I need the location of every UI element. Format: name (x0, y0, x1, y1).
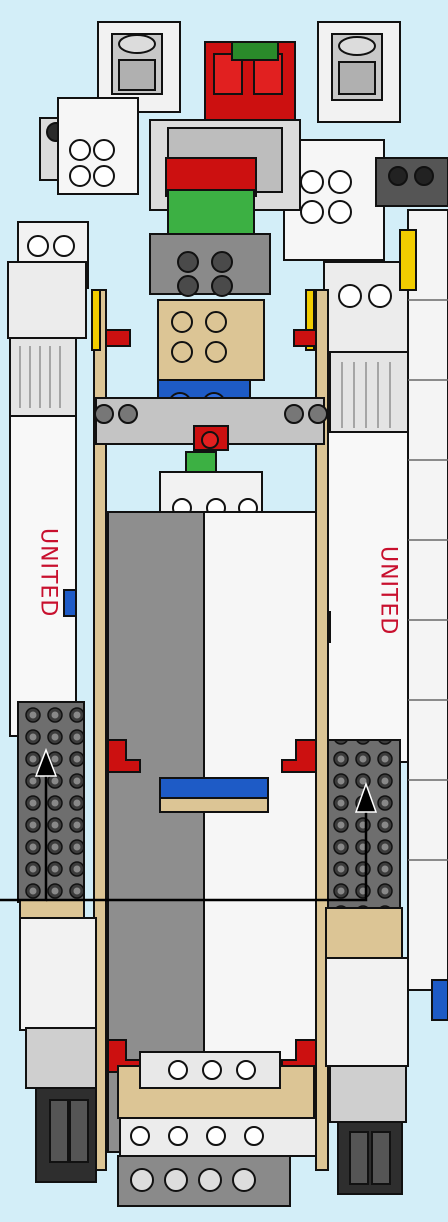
left-decal-text: UNITED (36, 528, 61, 617)
left-stud-column (18, 702, 84, 954)
right-decal-text: UNITED (376, 546, 401, 635)
right-stud-column (326, 740, 402, 958)
left-column (8, 222, 88, 736)
lower-right-module (326, 958, 408, 1194)
core-cylinder (92, 290, 328, 1206)
